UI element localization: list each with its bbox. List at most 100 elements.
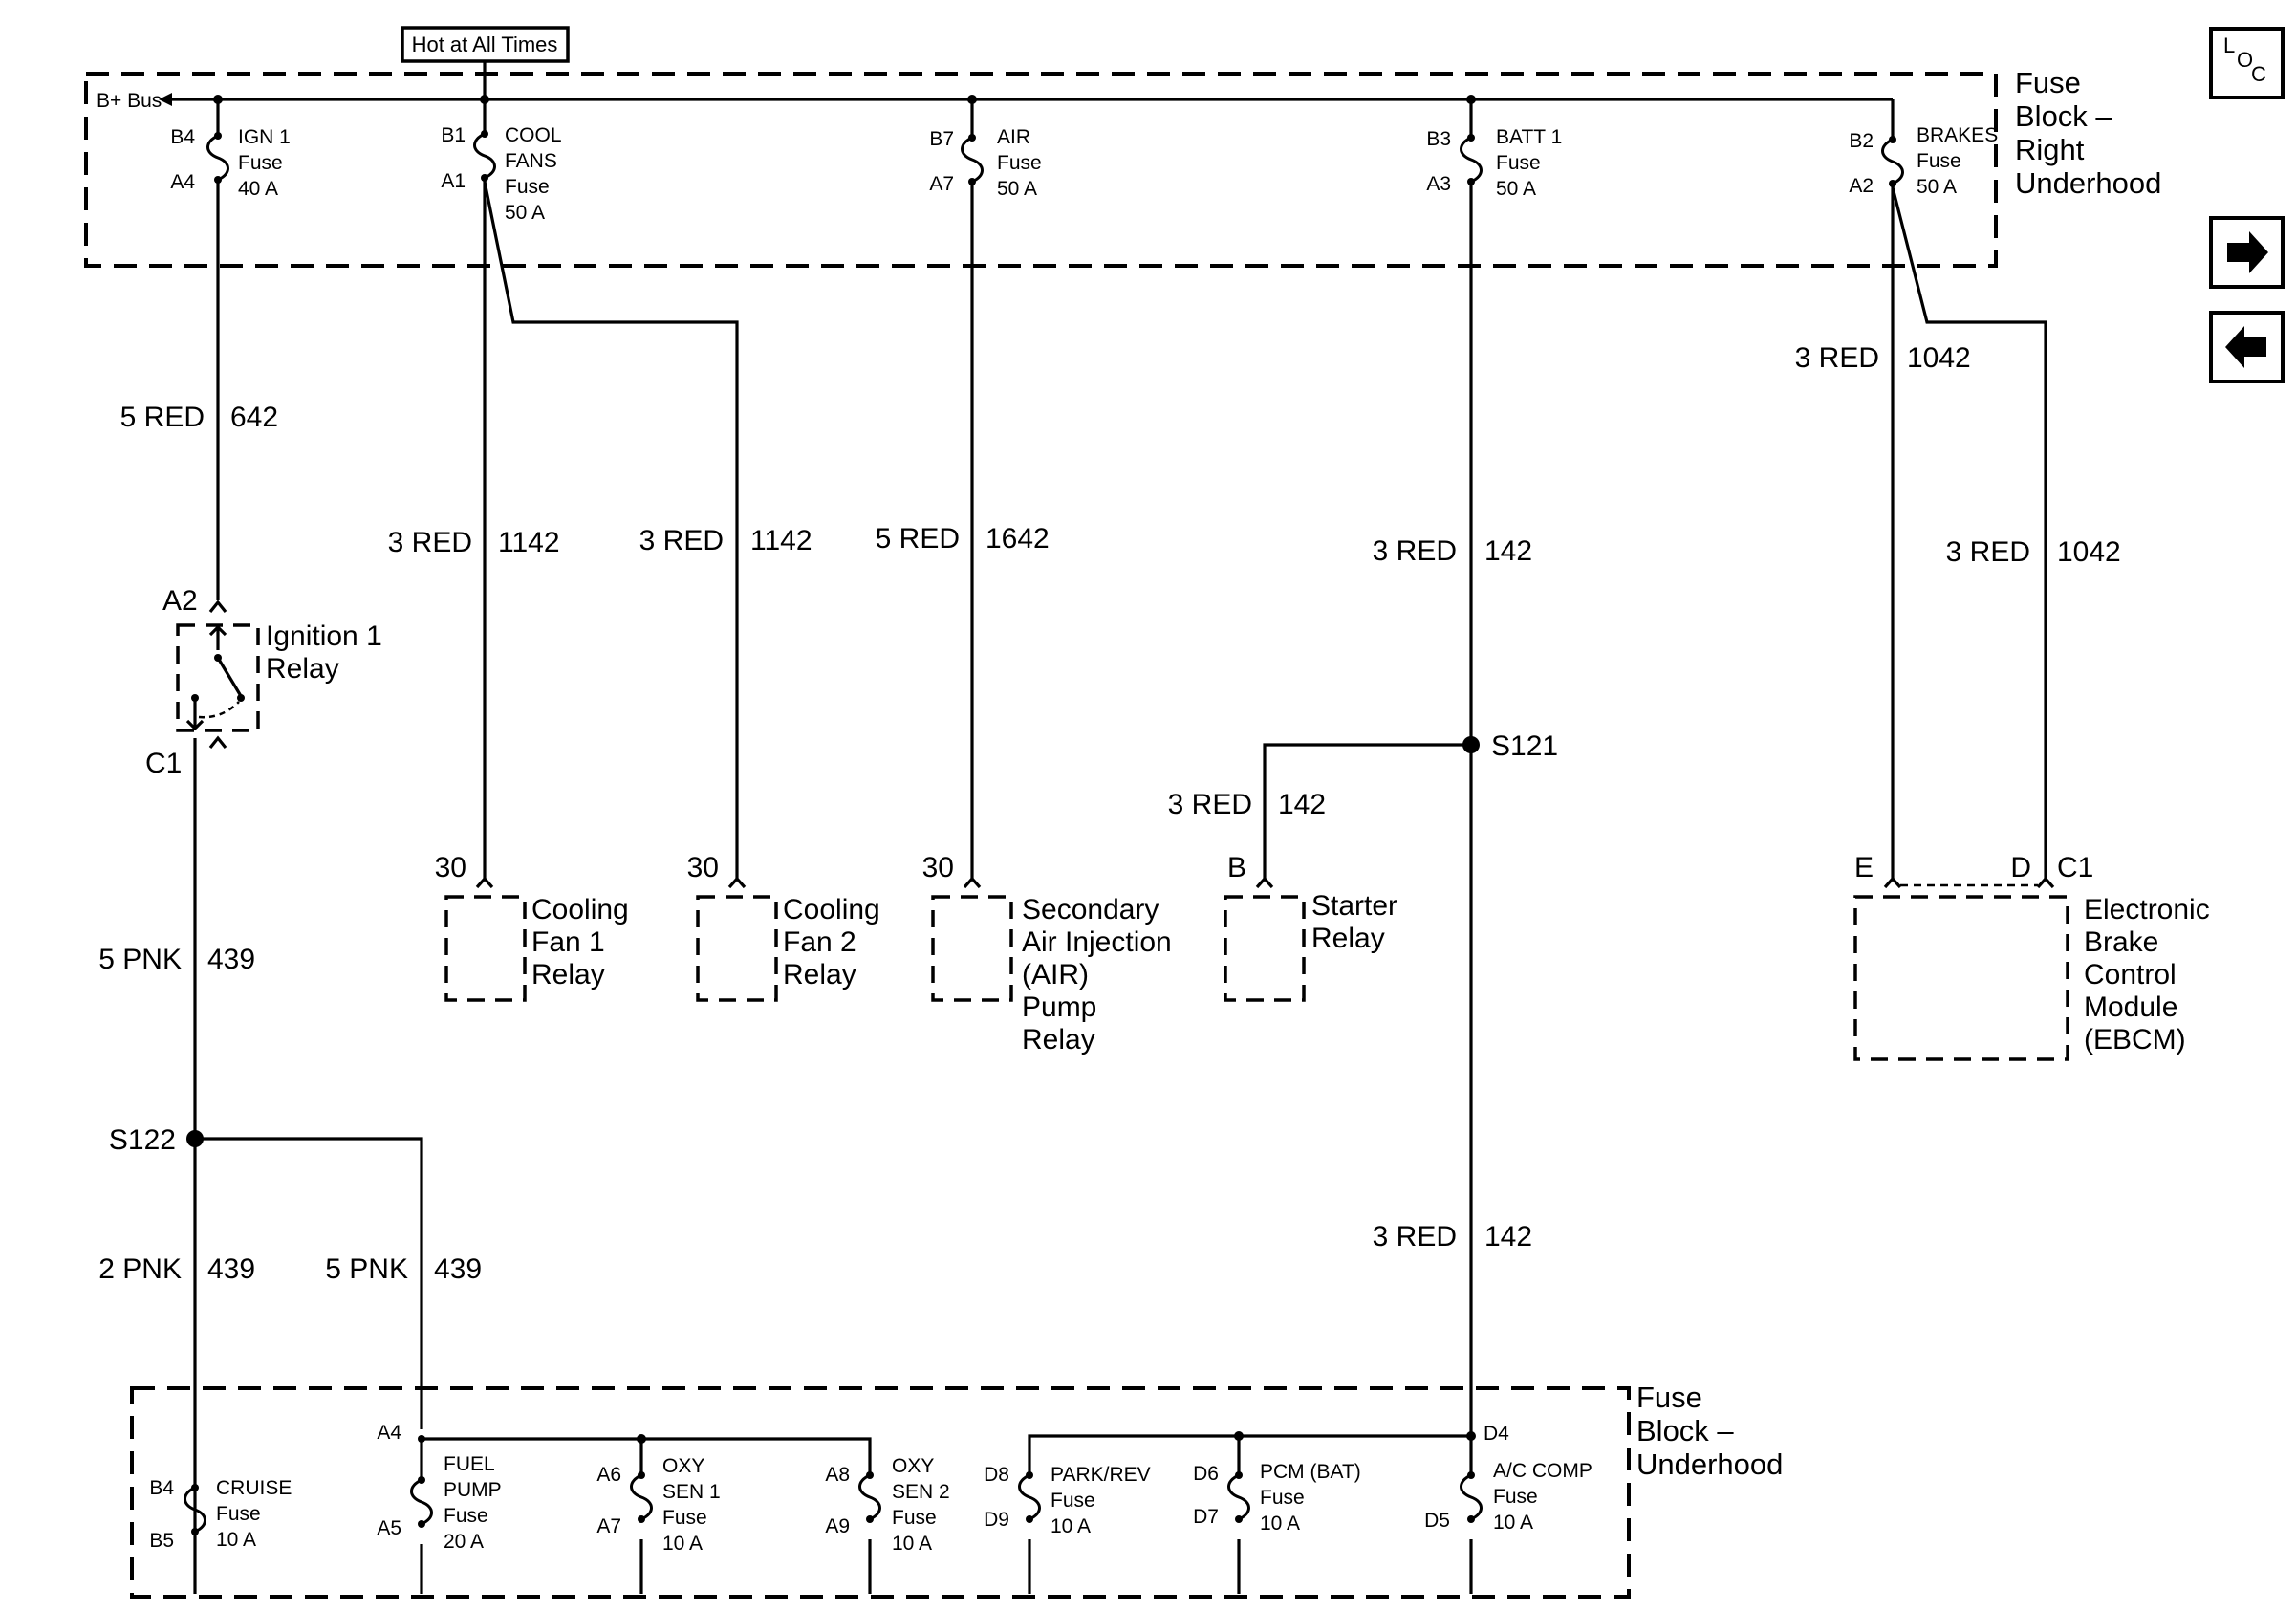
svg-text:5 RED: 5 RED [120,402,205,433]
svg-text:D8: D8 [984,1464,1009,1486]
svg-text:BRAKES: BRAKES [1917,124,1998,146]
svg-text:10 A: 10 A [216,1529,256,1551]
svg-text:142: 142 [1484,535,1532,567]
starter-relay: B Starter Relay [1224,852,1397,1002]
svg-text:A1: A1 [441,170,466,192]
wire-label-1042-upper: 3 RED 1042 [1795,342,1971,374]
svg-text:1142: 1142 [498,527,560,558]
svg-text:B2: B2 [1849,130,1874,152]
svg-text:OXY: OXY [662,1455,704,1477]
svg-text:Fuse: Fuse [662,1507,707,1529]
splice-s121: S121 [1462,730,1558,762]
svg-text:Fan 1: Fan 1 [531,926,605,958]
svg-text:Hot at All Times: Hot at All Times [412,33,558,56]
svg-text:PUMP: PUMP [444,1479,502,1501]
svg-text:439: 439 [434,1253,482,1285]
svg-text:A7: A7 [596,1515,621,1537]
svg-text:A/C COMP: A/C COMP [1493,1460,1592,1482]
svg-text:2 PNK: 2 PNK [98,1253,182,1285]
svg-text:50 A: 50 A [1917,176,1957,198]
svg-text:3 RED: 3 RED [1795,342,1879,374]
fuse-air: B7 A7 AIR Fuse 50 A [929,95,1042,200]
fuse-oxy-sen-2: A8 A9 OXY SEN 2 Fuse 10 A [825,1455,949,1555]
wire-label-1142-fan1: 3 RED 1142 [388,527,560,558]
svg-text:50 A: 50 A [1496,178,1536,200]
svg-text:S122: S122 [109,1124,176,1156]
svg-text:40 A: 40 A [238,178,278,200]
svg-text:B7: B7 [929,128,954,150]
svg-text:5 PNK: 5 PNK [325,1253,408,1285]
svg-text:Module: Module [2084,991,2177,1023]
svg-text:D5: D5 [1424,1510,1450,1532]
svg-text:Relay: Relay [1022,1024,1095,1056]
svg-text:5 RED: 5 RED [876,523,960,555]
svg-text:(AIR): (AIR) [1022,959,1089,991]
svg-text:10 A: 10 A [1260,1513,1300,1535]
svg-text:SEN 2: SEN 2 [892,1481,950,1503]
secondary-air-injection-relay: 30 Secondary Air Injection (AIR) Pump Re… [922,852,1172,1056]
svg-text:Fuse: Fuse [1493,1486,1538,1508]
svg-text:Control: Control [2084,959,2177,991]
svg-text:Fuse: Fuse [238,152,283,174]
fuse-cool-fans: B1 A1 COOL FANS Fuse 50 A [441,95,562,224]
svg-text:A9: A9 [825,1515,850,1537]
svg-text:50 A: 50 A [505,202,545,224]
svg-text:Fan 2: Fan 2 [783,926,856,958]
svg-text:Air Injection: Air Injection [1022,926,1172,958]
svg-text:L: L [2223,33,2235,57]
svg-text:10 A: 10 A [662,1533,703,1555]
svg-text:Underhood: Underhood [2015,166,2161,200]
svg-text:B1: B1 [441,124,466,146]
fuse-block-underhood-label: Fuse Block – Underhood [1636,1381,1783,1481]
right-arrow-icon[interactable] [2209,216,2285,289]
svg-text:Cooling: Cooling [783,894,880,925]
fuse-oxy-sen-1: A6 A7 OXY SEN 1 Fuse 10 A [596,1455,720,1555]
svg-text:OXY: OXY [892,1455,934,1477]
svg-text:PCM (BAT): PCM (BAT) [1260,1461,1361,1483]
left-arrow-icon[interactable] [2209,311,2285,383]
svg-text:COOL: COOL [505,124,562,146]
wire-label-1142-fan2: 3 RED 1142 [639,525,812,556]
svg-text:(EBCM): (EBCM) [2084,1024,2186,1056]
svg-text:E: E [1854,852,1874,883]
svg-text:1042: 1042 [2057,536,2121,568]
fuse-park-rev: D8 D9 PARK/REV Fuse 10 A [984,1464,1151,1539]
svg-text:10 A: 10 A [1051,1515,1091,1537]
svg-text:Relay: Relay [531,959,605,991]
svg-text:Ignition 1: Ignition 1 [266,620,382,652]
svg-text:3 RED: 3 RED [1373,1221,1457,1252]
svg-text:Fuse: Fuse [1636,1381,1702,1414]
svg-text:10 A: 10 A [892,1533,932,1555]
svg-text:Fuse: Fuse [2015,66,2081,99]
svg-text:30: 30 [435,852,466,883]
svg-text:Fuse: Fuse [997,152,1042,174]
svg-text:1042: 1042 [1907,342,1971,374]
svg-text:B4: B4 [170,126,195,148]
fuse-ac-comp: D4 D5 A/C COMP Fuse 10 A [1424,1423,1592,1539]
svg-text:A6: A6 [596,1464,621,1486]
svg-text:Fuse: Fuse [1496,152,1541,174]
svg-text:Starter: Starter [1311,890,1397,922]
svg-text:Fuse: Fuse [1917,150,1961,172]
svg-text:D6: D6 [1193,1463,1219,1485]
svg-text:50 A: 50 A [997,178,1037,200]
loc-icon[interactable]: L O C [2209,27,2285,99]
ebcm-module: E D C1 Electronic Brake Control Module (… [1853,852,2210,1061]
wire-label-142-lower: 3 RED 142 [1373,1221,1532,1252]
svg-text:3 RED: 3 RED [639,525,724,556]
svg-text:A5: A5 [377,1517,401,1539]
fuse-pcm-bat: D6 D7 PCM (BAT) Fuse 10 A [1193,1461,1361,1539]
svg-text:B3: B3 [1426,128,1451,150]
svg-text:439: 439 [207,944,255,975]
ignition-1-relay: A2 C1 Ignition 1 Relay [145,585,382,779]
svg-text:A4: A4 [170,171,195,193]
svg-text:Fuse: Fuse [216,1503,261,1525]
svg-text:Right: Right [2015,133,2085,166]
svg-text:A7: A7 [929,173,954,195]
svg-text:C: C [2251,62,2266,86]
svg-text:IGN 1: IGN 1 [238,126,291,148]
wire-label-439-cruise: 2 PNK 439 [98,1253,255,1285]
svg-text:Underhood: Underhood [1636,1448,1783,1481]
fuse-block-underhood-outline [130,1386,1631,1599]
fuse-fuel-pump: A4 A5 FUEL PUMP Fuse 20 A [377,1422,501,1553]
